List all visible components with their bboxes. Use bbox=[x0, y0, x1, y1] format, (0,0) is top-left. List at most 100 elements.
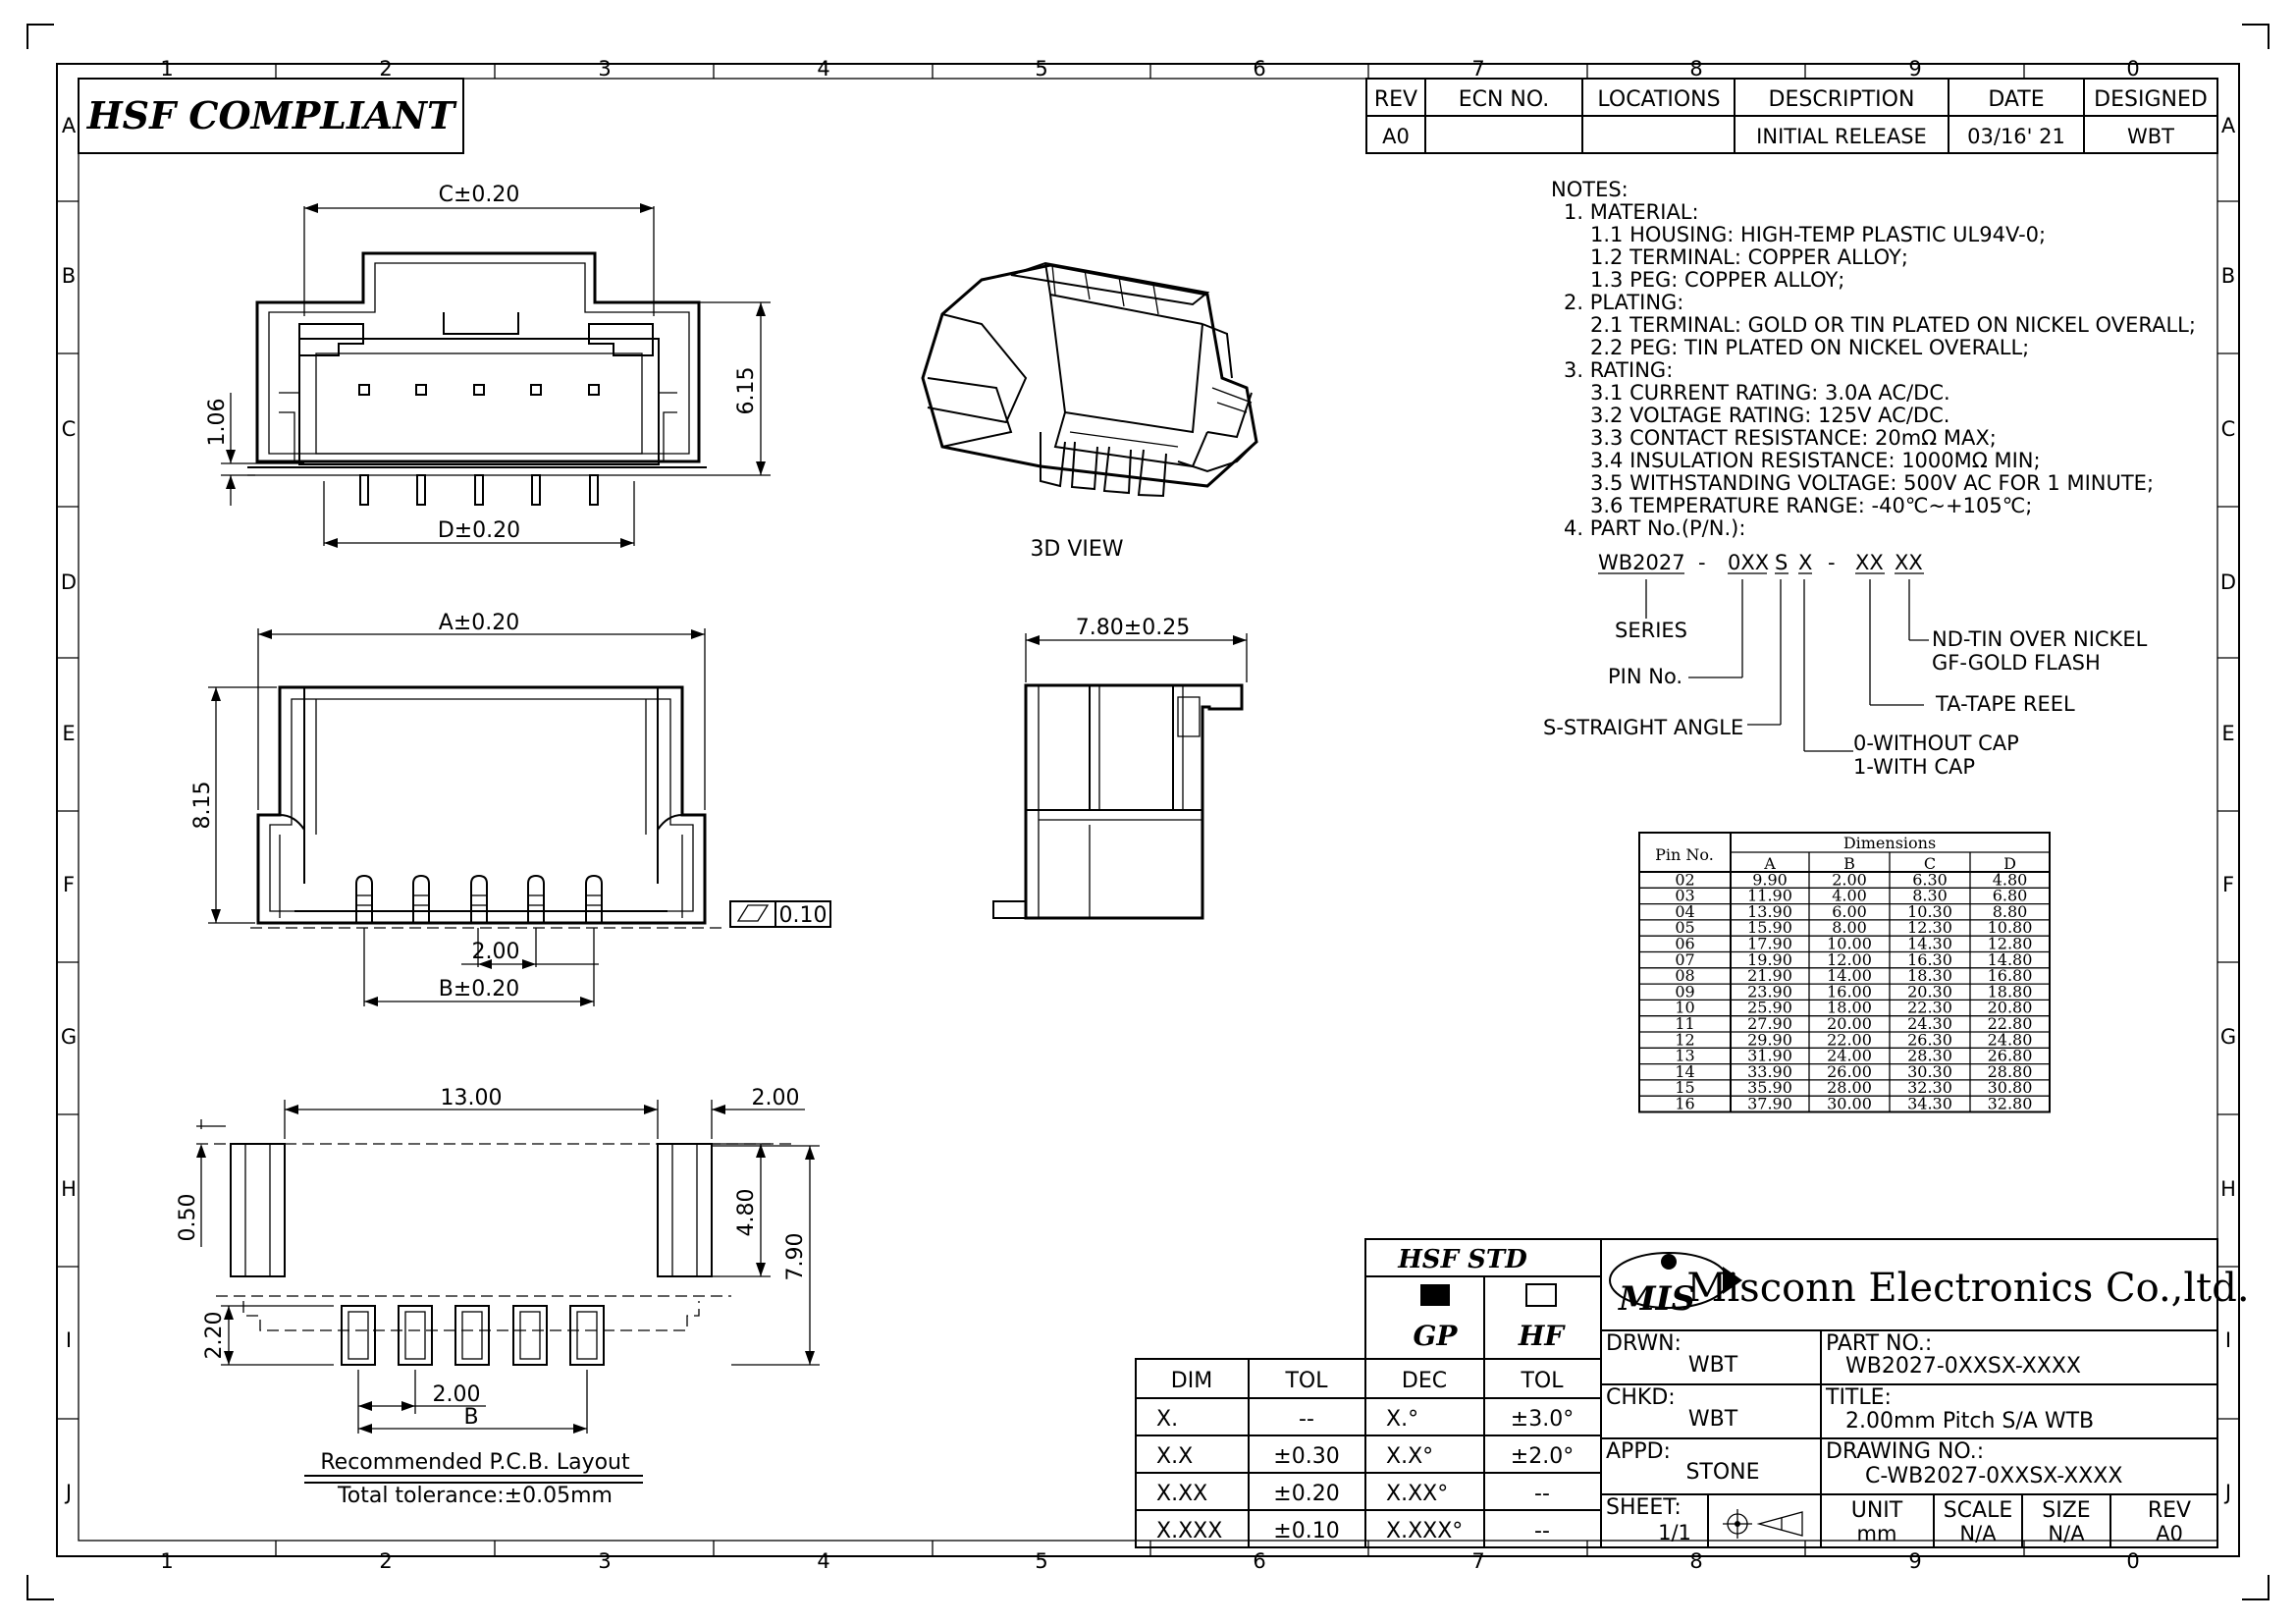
tol-value-cell: ±0.10 bbox=[1273, 1519, 1339, 1543]
note-line: 3. RATING: bbox=[1564, 358, 1673, 382]
dim-table-cell: 10.80 bbox=[1988, 918, 2033, 937]
partno-value: WB2027-0XXSX-XXXX bbox=[1845, 1354, 2081, 1379]
pcb-pitch-label: 2.00 bbox=[433, 1382, 481, 1407]
pn-label-plating1: ND-TIN OVER NICKEL bbox=[1932, 627, 2148, 651]
note-line: 2.1 TERMINAL: GOLD OR TIN PLATED ON NICK… bbox=[1590, 313, 2196, 337]
pn-dash2: - bbox=[1828, 551, 1836, 574]
pn-pack: XX bbox=[1855, 551, 1884, 574]
dim-table-cell: 08 bbox=[1675, 966, 1694, 985]
hsf-header: DEC bbox=[1402, 1369, 1447, 1393]
top-view-dimensions bbox=[208, 628, 831, 1006]
pcb-dimensions bbox=[196, 1100, 820, 1484]
top-terminal bbox=[585, 874, 603, 923]
hsf-dec-cell: X.XX° bbox=[1386, 1482, 1448, 1506]
dim-table-group-header: Dimensions bbox=[1843, 834, 1936, 852]
dim-table-cell: 26.30 bbox=[1907, 1030, 1952, 1049]
dim-table-cell: 21.90 bbox=[1747, 966, 1792, 985]
dim-table-cell: 16.80 bbox=[1988, 966, 2033, 985]
front-terminal bbox=[359, 474, 369, 506]
dim-table-cell: 12.80 bbox=[1988, 935, 2033, 953]
dim-table-cell: 14.80 bbox=[1988, 950, 2033, 969]
rev-label: REV bbox=[2148, 1498, 2191, 1523]
company-name: Misconn Electronics Co.,ltd. bbox=[1686, 1266, 2249, 1311]
dim-table-cell: 20.00 bbox=[1827, 1014, 1872, 1033]
column-number-top: 4 bbox=[817, 57, 829, 81]
pcb-dim-13-label: 13.00 bbox=[441, 1086, 503, 1110]
notes: NOTES:1. MATERIAL:1.1 HOUSING: HIGH-TEMP… bbox=[1551, 178, 2196, 540]
front-terminal bbox=[416, 474, 426, 506]
pcb-dim-2-label: 2.00 bbox=[752, 1086, 800, 1110]
title-label: TITLE: bbox=[1825, 1385, 1892, 1410]
hsf-compliant-label: HSF COMPLIANT bbox=[86, 93, 457, 137]
appd-label: APPD: bbox=[1606, 1439, 1671, 1464]
pn-label-plating2: GF-GOLD FLASH bbox=[1932, 651, 2101, 675]
tolerance-table bbox=[1135, 1358, 1366, 1548]
column-number-top: 0 bbox=[2126, 57, 2139, 81]
top-terminal bbox=[355, 874, 373, 923]
dim-table-cell: 24.30 bbox=[1907, 1014, 1952, 1033]
dim-side-width-label: 7.80±0.25 bbox=[1076, 616, 1190, 640]
front-contact-square bbox=[415, 384, 427, 396]
pn-angle: S bbox=[1775, 551, 1788, 574]
dim-table-cell: 22.80 bbox=[1988, 1014, 2033, 1033]
rev-value: A0 bbox=[2156, 1522, 2183, 1545]
dim-table-cell: 05 bbox=[1675, 918, 1694, 937]
dim-table-cell: 8.00 bbox=[1832, 918, 1867, 937]
row-letter-left: C bbox=[62, 417, 77, 441]
revision-cell: WBT bbox=[2127, 125, 2174, 148]
column-number-top: 9 bbox=[1908, 57, 1921, 81]
revision-table bbox=[1365, 78, 2218, 154]
hsf-tol-cell: -- bbox=[1534, 1519, 1550, 1543]
revision-cell: A0 bbox=[1382, 125, 1410, 148]
pn-label-series: SERIES bbox=[1615, 619, 1687, 642]
dim-table-cell: 09 bbox=[1675, 982, 1694, 1001]
partno-label: PART NO.: bbox=[1826, 1331, 1932, 1356]
note-line: 3.4 INSULATION RESISTANCE: 1000MΩ MIN; bbox=[1590, 449, 2041, 472]
dim-table-cell: 11.90 bbox=[1747, 887, 1792, 905]
row-letter-right: H bbox=[2220, 1177, 2236, 1201]
pcb-dim-220-label: 2.20 bbox=[202, 1312, 227, 1360]
dim-pitch-label: 2.00 bbox=[472, 940, 520, 964]
hsf-dec-cell: X.XXX° bbox=[1386, 1519, 1463, 1543]
dim-table-cell: 16.30 bbox=[1907, 950, 1952, 969]
revision-header: ECN NO. bbox=[1459, 87, 1550, 112]
company-logo bbox=[1609, 1252, 1742, 1309]
row-letter-left: H bbox=[61, 1177, 77, 1201]
dim-table-cell: 02 bbox=[1675, 870, 1694, 889]
row-letter-left: B bbox=[62, 264, 76, 288]
dim-table-cell: 18.00 bbox=[1827, 999, 1872, 1017]
row-letter-left: E bbox=[62, 722, 75, 745]
dim-table-cell: 20.80 bbox=[1988, 999, 2033, 1017]
column-number-top: 6 bbox=[1253, 57, 1265, 81]
note-line: 1.3 PEG: COPPER ALLOY; bbox=[1590, 268, 1844, 292]
dim-table-cell: 31.90 bbox=[1747, 1047, 1792, 1065]
dim-table-cell: 30.80 bbox=[1988, 1078, 2033, 1097]
tol-value-cell: ±0.20 bbox=[1273, 1482, 1339, 1506]
pcb-dim-050-label: 0.50 bbox=[176, 1194, 200, 1242]
top-view bbox=[250, 685, 726, 929]
pn-label-pack: TA-TAPE REEL bbox=[1935, 692, 2075, 716]
dim-table-cell: 16 bbox=[1675, 1095, 1694, 1113]
chkd-label: CHKD: bbox=[1606, 1385, 1676, 1410]
dim-table-cell: 26.80 bbox=[1988, 1047, 2033, 1065]
dim-table-cell: 29.90 bbox=[1747, 1030, 1792, 1049]
front-terminal bbox=[589, 474, 599, 506]
dim-table-cell: 24.80 bbox=[1988, 1030, 2033, 1049]
revision-header: DESIGNED bbox=[2094, 87, 2208, 112]
dim-table-cell: 27.90 bbox=[1747, 1014, 1792, 1033]
dim-table-cell: 28.80 bbox=[1988, 1062, 2033, 1081]
dim-615-label: 6.15 bbox=[734, 367, 759, 415]
dim-table-cell: 14.30 bbox=[1907, 935, 1952, 953]
dim-table-cell: 35.90 bbox=[1747, 1078, 1792, 1097]
row-letter-right: J bbox=[2223, 1481, 2231, 1504]
revision-header: DESCRIPTION bbox=[1769, 87, 1915, 112]
dim-table-col-header: A bbox=[1763, 854, 1776, 873]
row-letter-right: E bbox=[2221, 722, 2234, 745]
front-terminal bbox=[531, 474, 541, 506]
hsf-std-title: HSF STD bbox=[1397, 1245, 1527, 1274]
tol-dim-cell: X.XXX bbox=[1156, 1519, 1222, 1543]
dim-table-cell: 04 bbox=[1675, 902, 1694, 921]
dim-b-label: B±0.20 bbox=[439, 977, 520, 1001]
pn-label-pin: PIN No. bbox=[1608, 665, 1682, 688]
